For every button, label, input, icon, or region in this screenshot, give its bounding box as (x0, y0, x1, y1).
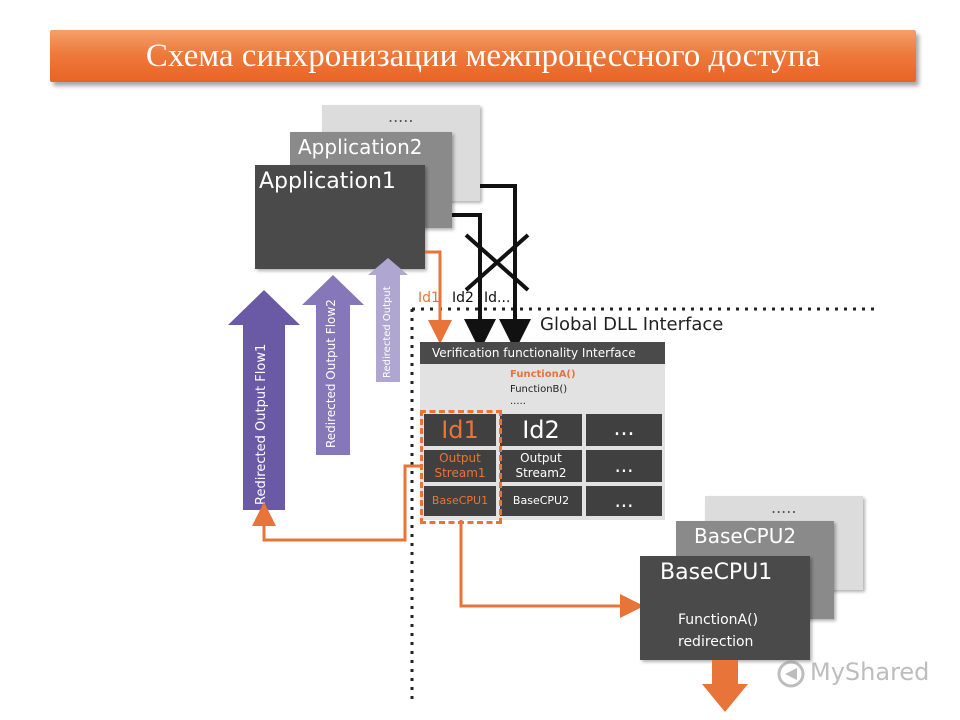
global-dll-interface-label: Global DLL Interface (540, 314, 724, 335)
basecpu1-label: BaseCPU1 (660, 560, 773, 585)
basecpu-more-label: ..... (771, 498, 797, 517)
application-more-label: ..... (388, 107, 414, 126)
watermark-text: MyShared (810, 658, 930, 686)
verification-more-label: ..... (510, 396, 526, 407)
flow2-arrow (302, 275, 364, 455)
table-cell-id2-text: Id2 (522, 416, 560, 444)
idn-label: Id... (484, 290, 511, 306)
flow1-arrow (228, 290, 300, 510)
table-cell-id1-text: Id1 (441, 416, 479, 444)
table-cell-more2-text: ... (614, 453, 634, 477)
title-bar: Схема синхронизации межпроцессного досту… (50, 30, 916, 82)
table-cell-basecpu2-text: BaseCPU2 (512, 494, 570, 507)
table-cell-more1: ... (586, 414, 662, 446)
basecpu1-desc-line1: FunctionA() (678, 612, 759, 628)
id2-label: Id2 (452, 290, 474, 306)
id1-label: Id1 (418, 290, 440, 306)
function-a-label: FunctionA() (510, 369, 576, 380)
stream2-line2: Stream2 (515, 466, 567, 480)
table-cell-stream1: Output Stream1 (424, 450, 496, 482)
table-cell-basecpu1-text: BaseCPU1 (431, 494, 489, 507)
page-title: Схема синхронизации межпроцессного досту… (145, 38, 821, 74)
verification-header-label: Verification functionality Interface (432, 346, 636, 360)
table-cell-basecpu2: BaseCPU2 (500, 486, 582, 516)
stream1-line2: Stream1 (434, 466, 486, 480)
basecpu2-label: BaseCPU2 (694, 524, 797, 548)
table-cell-more3: ... (586, 486, 662, 516)
basecpu1-desc-line2: redirection (678, 634, 754, 650)
verification-header: Verification functionality Interface (420, 342, 665, 364)
flow3-arrow (368, 258, 408, 382)
output-down-arrow (702, 660, 748, 712)
id1-column-highlight (420, 410, 502, 524)
table-cell-more1-text: ... (613, 416, 635, 441)
table-cell-more3-text: ... (614, 488, 634, 512)
function-b-label: FunctionB() (510, 384, 568, 395)
stream2-line1: Output (520, 451, 562, 465)
application1-box: Application1 (255, 165, 425, 269)
basecpu1-box: BaseCPU1 FunctionA() redirection (640, 556, 810, 660)
watermark-logo-icon (777, 660, 805, 688)
table-cell-id1: Id1 (424, 414, 496, 446)
table-cell-id2: Id2 (500, 414, 582, 446)
application1-label: Application1 (259, 169, 396, 194)
table-cell-basecpu1: BaseCPU1 (424, 486, 496, 516)
table-cell-more2: ... (586, 450, 662, 482)
application2-label: Application2 (298, 135, 423, 159)
table-cell-stream2: Output Stream2 (500, 450, 582, 482)
stream1-line1: Output (439, 451, 481, 465)
